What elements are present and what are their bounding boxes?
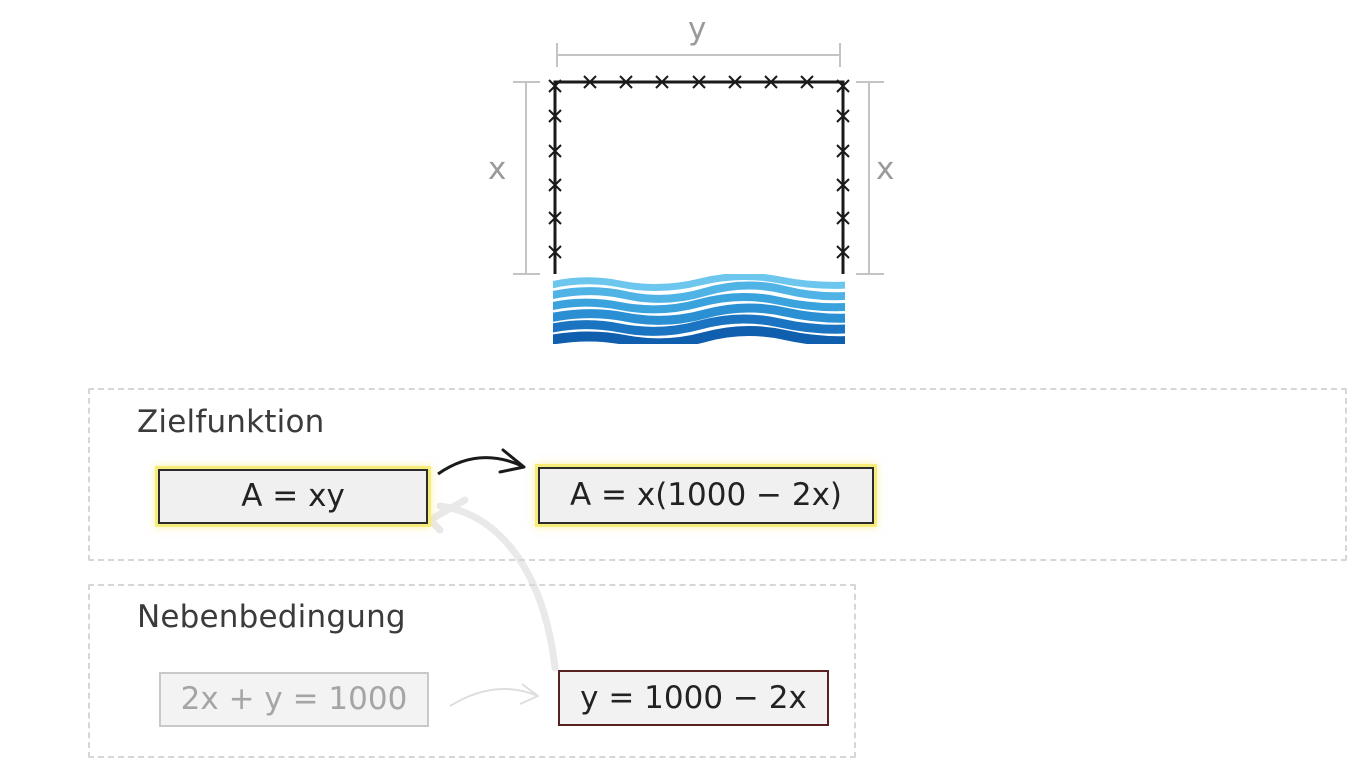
- arrow-xy-to-substituted: [437, 448, 526, 476]
- arrow-rearrange: [449, 683, 539, 707]
- constraint-formula-solved: y = 1000 − 2x: [558, 670, 829, 726]
- curved-arrow-icon: [437, 456, 523, 476]
- label-y-top: y: [688, 11, 707, 47]
- curved-arrow-icon: [436, 502, 559, 672]
- water-waves-icon: [553, 274, 845, 344]
- objective-formula-substituted: A = x(1000 − 2x): [538, 467, 874, 524]
- objective-panel: [88, 388, 1347, 561]
- label-x-left: x: [488, 151, 507, 187]
- arrow-constraint-to-objective: [426, 496, 559, 672]
- barbed-wire-fence: [548, 75, 850, 274]
- label-x-right: x: [876, 151, 895, 187]
- dimension-lines: [513, 43, 884, 275]
- objective-formula-original: A = xy: [158, 469, 428, 524]
- constraint-formula-original: 2x + y = 1000: [159, 672, 429, 727]
- curved-arrow-icon: [449, 687, 539, 707]
- constraint-panel: [88, 584, 856, 758]
- constraint-title: Nebenbedingung: [137, 599, 406, 635]
- objective-title: Zielfunktion: [137, 404, 325, 440]
